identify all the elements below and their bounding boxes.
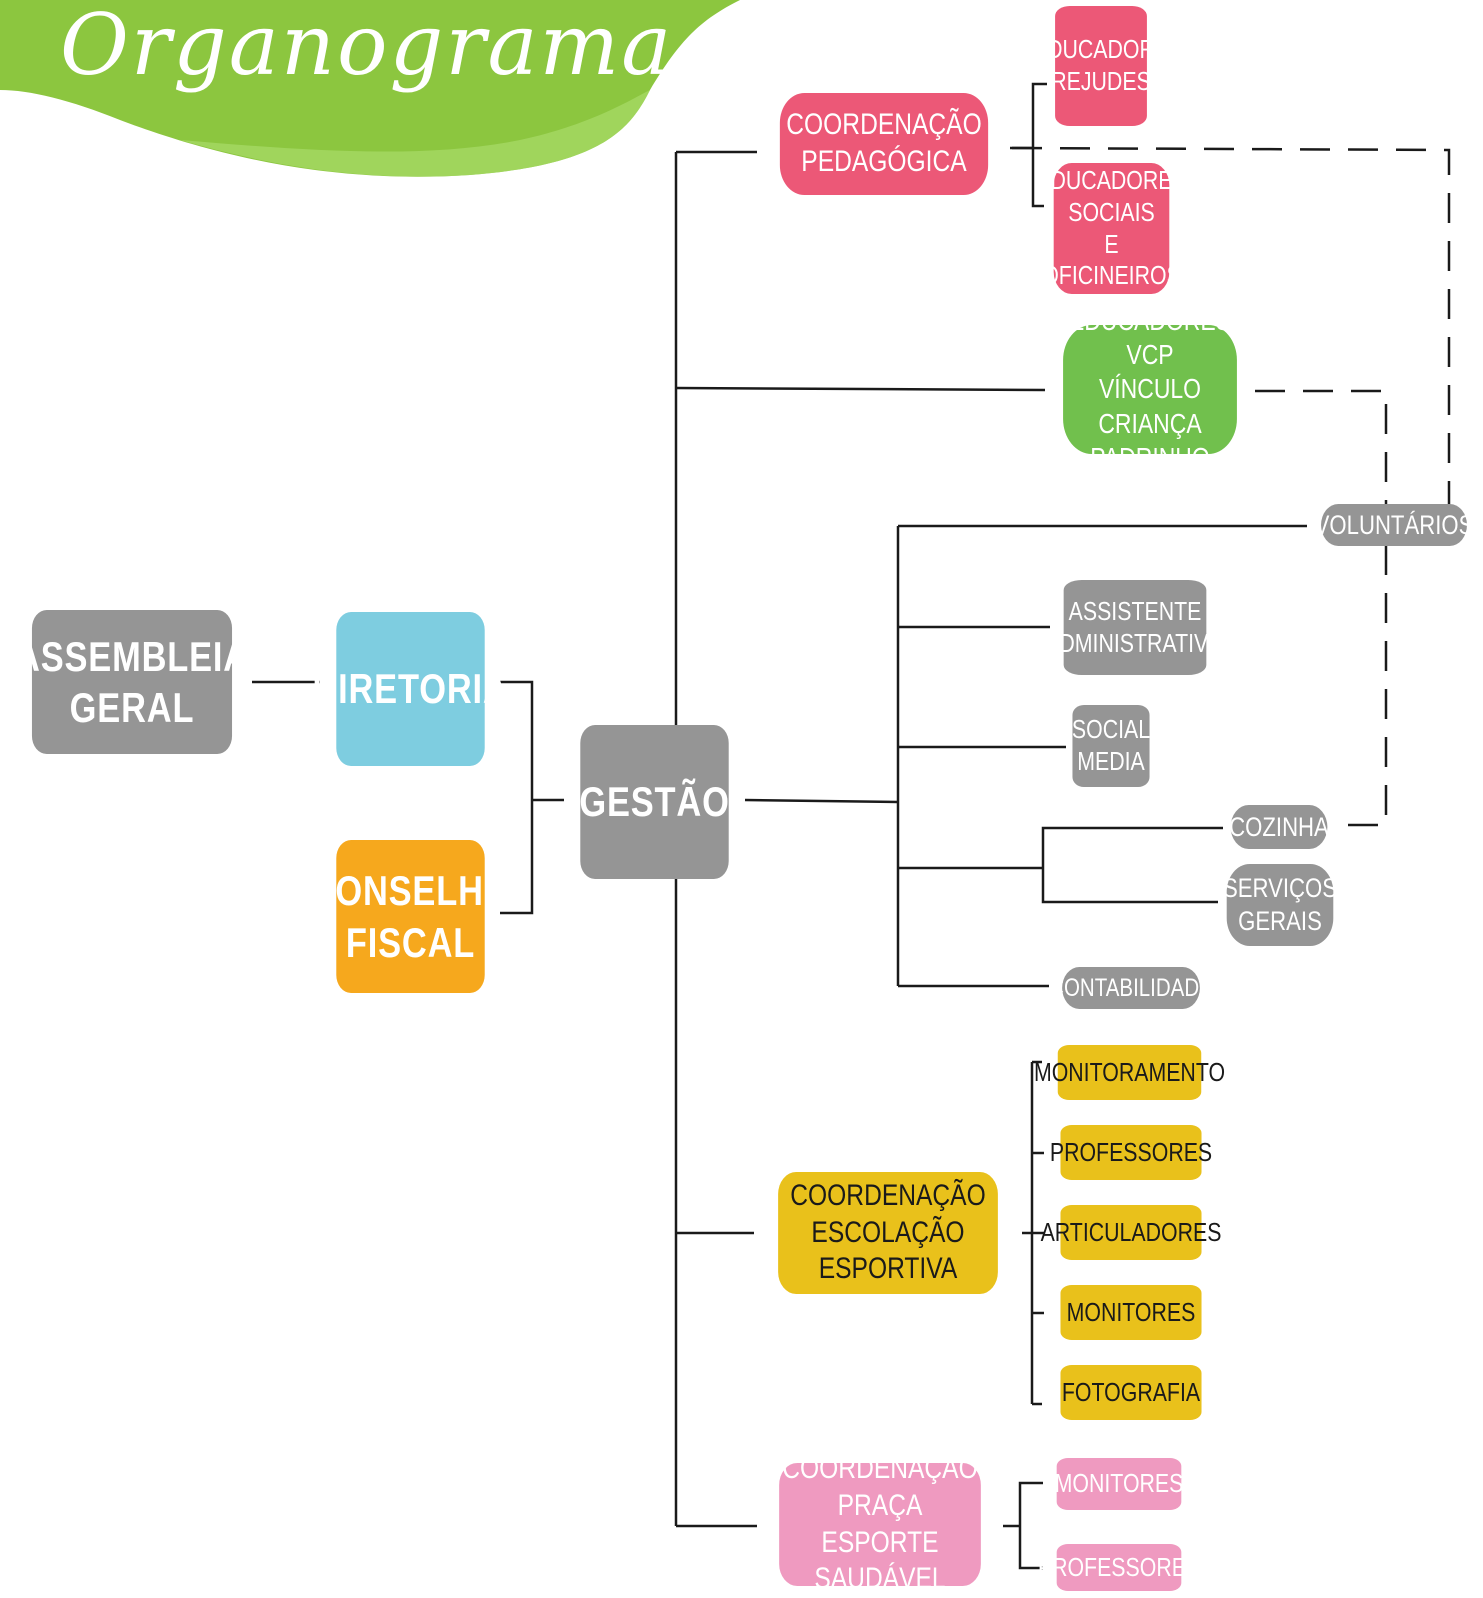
node-coordenacao-pedagogica: COORDENAÇÃO PEDAGÓGICA xyxy=(779,93,989,195)
node-cozinha: COZINHA xyxy=(1229,805,1329,849)
node-coordenacao-praca: COORDENAÇÃO PRAÇA ESPORTE SAUDÁVEL xyxy=(779,1452,981,1595)
node-fotografia: FOTOGRAFIA xyxy=(1060,1365,1202,1420)
node-contabilidade: CONTABILIDADE xyxy=(1049,967,1213,1009)
node-professores-escolacao: PROFESSORES xyxy=(1050,1125,1212,1180)
node-educadores-vcp: EDUCADORES VCP VÍNCULO CRIANÇA PADRINHO xyxy=(1063,305,1237,473)
node-educadora-rejudes: EDUCADORA REJUDES xyxy=(1033,6,1169,126)
node-servicos-gerais: SERVIÇOS GERAIS xyxy=(1223,864,1337,946)
node-conselho-fiscal: CONSELHO FISCAL xyxy=(310,840,511,993)
node-monitores-praca: MONITORES xyxy=(1055,1458,1183,1510)
node-articuladores: ARTICULADORES xyxy=(1041,1205,1221,1260)
node-monitoramento: MONITORAMENTO xyxy=(1034,1045,1225,1100)
node-assistente-administrativo: ASSISTENTE ADMINISTRATIVO xyxy=(1045,580,1225,675)
node-educadores-sociais: EDUCADORES SOCIAIS E OFICINEIROS xyxy=(1036,163,1187,294)
node-social-media: SOCIAL MEDIA xyxy=(1072,705,1150,787)
node-assembleia-geral: ASSEMBLEIA GERAL xyxy=(15,610,248,754)
node-voluntarios: VOLUNTÁRIOS xyxy=(1315,504,1473,546)
node-diretoria: DIRETORIA xyxy=(312,612,508,766)
node-professores-praca: PROFESSORES xyxy=(1038,1544,1200,1591)
node-coordenacao-escolacao: COORDENAÇÃO ESCOLAÇÃO ESPORTIVA xyxy=(778,1172,998,1294)
node-gestao: GESTÃO xyxy=(579,725,729,879)
page-title: Organograma xyxy=(60,0,674,94)
node-monitores-escolacao: MONITORES xyxy=(1060,1285,1202,1340)
